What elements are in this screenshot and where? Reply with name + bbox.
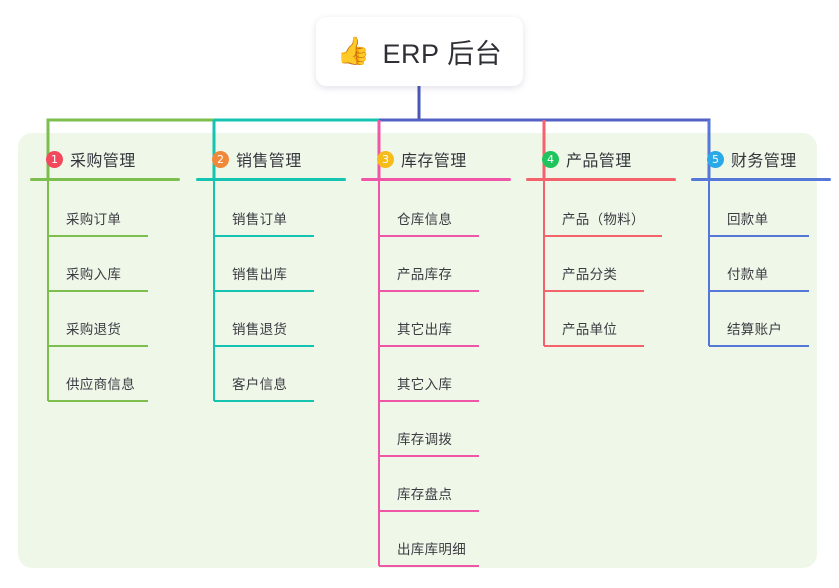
leaf-list: 采购订单采购入库采购退货供应商信息	[30, 181, 180, 401]
leaf-list: 回款单付款单结算账户	[691, 181, 831, 346]
leaf-label: 付款单	[727, 267, 769, 282]
branch-rule	[526, 178, 676, 181]
leaf-item[interactable]: 结算账户	[691, 291, 831, 346]
branch-rule	[361, 178, 511, 181]
leaf-label: 供应商信息	[66, 377, 135, 392]
leaf-label: 其它出库	[397, 322, 453, 337]
leaf-label: 客户信息	[232, 377, 288, 392]
leaf-label: 产品库存	[397, 267, 453, 282]
root-node[interactable]: 👍 ERP 后台	[316, 17, 523, 86]
branch-badge-icon: 2	[212, 150, 229, 168]
leaf-label: 采购订单	[66, 212, 122, 227]
root-title: ERP 后台	[382, 39, 503, 69]
branch-column-4: 4 产品管理产品（物料） 产品分类产品单位	[526, 146, 676, 346]
branch-title: 销售管理	[236, 153, 302, 170]
leaf-label: 销售订单	[232, 212, 288, 227]
leaf-label: 产品（物料）	[562, 212, 645, 227]
branch-header-1[interactable]: 1 采购管理	[30, 146, 180, 172]
leaf-item[interactable]: 付款单	[691, 236, 831, 291]
leaf-item[interactable]: 销售订单	[196, 181, 346, 236]
leaf-label: 库存盘点	[397, 487, 453, 502]
leaf-item[interactable]: 产品单位	[526, 291, 676, 346]
leaf-item[interactable]: 其它入库	[361, 346, 511, 401]
leaf-item[interactable]: 采购退货	[30, 291, 180, 346]
leaf-label: 出库库明细	[397, 542, 466, 557]
branch-rule	[196, 178, 346, 181]
thumbs-up-icon: 👍	[336, 36, 371, 66]
branch-rule	[30, 178, 180, 181]
branch-title: 财务管理	[731, 153, 797, 170]
branch-header-3[interactable]: 3 库存管理	[361, 146, 511, 172]
branches-panel	[18, 133, 817, 568]
leaf-item[interactable]: 销售退货	[196, 291, 346, 346]
leaf-label: 产品分类	[562, 267, 618, 282]
leaf-item[interactable]: 回款单	[691, 181, 831, 236]
leaf-item[interactable]: 库存调拨	[361, 401, 511, 456]
branch-title: 产品管理	[566, 153, 632, 170]
branch-column-1: 1 采购管理采购订单采购入库采购退货供应商信息	[30, 146, 180, 401]
leaf-item[interactable]: 出库库明细	[361, 511, 511, 566]
leaf-item[interactable]: 销售出库	[196, 236, 346, 291]
branch-column-2: 2 销售管理销售订单销售出库销售退货客户信息	[196, 146, 346, 401]
branch-badge-icon: 4	[542, 150, 559, 168]
leaf-label: 仓库信息	[397, 212, 453, 227]
leaf-list: 销售订单销售出库销售退货客户信息	[196, 181, 346, 401]
branch-badge-icon: 3	[377, 150, 394, 168]
leaf-label: 其它入库	[397, 377, 453, 392]
leaf-label: 销售出库	[232, 267, 288, 282]
leaf-label: 采购入库	[66, 267, 122, 282]
leaf-label: 结算账户	[727, 322, 783, 337]
leaf-label: 采购退货	[66, 322, 122, 337]
branch-header-5[interactable]: 5 财务管理	[691, 146, 831, 172]
branch-title: 库存管理	[401, 153, 467, 170]
branch-title: 采购管理	[70, 153, 136, 170]
leaf-item[interactable]: 产品库存	[361, 236, 511, 291]
leaf-item[interactable]: 产品（物料）	[526, 181, 676, 236]
branch-rule	[691, 178, 831, 181]
leaf-item[interactable]: 采购订单	[30, 181, 180, 236]
leaf-item[interactable]: 供应商信息	[30, 346, 180, 401]
leaf-item[interactable]: 产品分类	[526, 236, 676, 291]
branch-badge-icon: 5	[707, 150, 724, 168]
branch-header-2[interactable]: 2 销售管理	[196, 146, 346, 172]
branch-column-3: 3 库存管理仓库信息产品库存其它出库其它入库库存调拨库存盘点出库库明细	[361, 146, 511, 566]
leaf-label: 销售退货	[232, 322, 288, 337]
leaf-list: 产品（物料） 产品分类产品单位	[526, 181, 676, 346]
leaf-item[interactable]: 客户信息	[196, 346, 346, 401]
branch-column-5: 5 财务管理回款单付款单结算账户	[691, 146, 831, 346]
branch-header-4[interactable]: 4 产品管理	[526, 146, 676, 172]
leaf-label: 回款单	[727, 212, 769, 227]
branch-badge-icon: 1	[46, 150, 63, 168]
leaf-label: 库存调拨	[397, 432, 453, 447]
leaf-label: 产品单位	[562, 322, 618, 337]
leaf-item[interactable]: 仓库信息	[361, 181, 511, 236]
leaf-item[interactable]: 库存盘点	[361, 456, 511, 511]
leaf-item[interactable]: 采购入库	[30, 236, 180, 291]
leaf-item[interactable]: 其它出库	[361, 291, 511, 346]
leaf-list: 仓库信息产品库存其它出库其它入库库存调拨库存盘点出库库明细	[361, 181, 511, 566]
